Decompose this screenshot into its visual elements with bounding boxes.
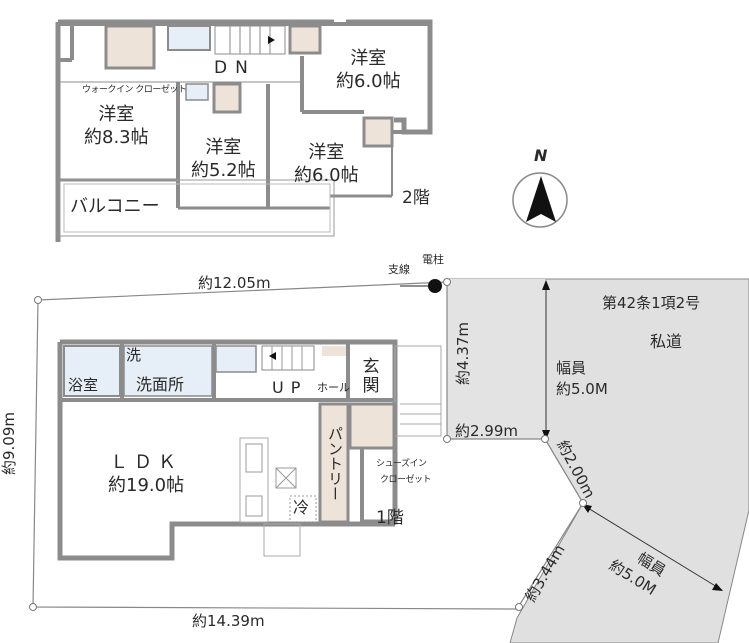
room-ldk: ＬＤＫ 約19.0帖	[108, 452, 185, 496]
utility-pole-label: 電柱	[422, 253, 444, 266]
walk-in-closet-label: ウォークイン クローゼット	[82, 85, 187, 95]
road-width-label: 幅員 約5.0M	[556, 359, 608, 398]
washer-label: 洗	[126, 346, 142, 364]
shoes-closet-label-2: クローゼット	[380, 475, 432, 485]
road-type-label: 第42条1項2号	[602, 294, 701, 312]
shoes-closet-label-1: シューズイン	[376, 459, 427, 469]
north-compass-icon	[512, 172, 568, 228]
pantry-label: パントリー	[326, 426, 344, 501]
second-floor-plan	[55, 19, 433, 242]
floor-1-label: 1階	[376, 508, 404, 528]
first-floor-plan	[57, 339, 442, 561]
balcony-label: バルコニー	[70, 196, 160, 217]
fridge-label: 冷	[293, 498, 310, 517]
room-western-5-2: 洋室 約5.2帖	[191, 137, 256, 181]
floor-2-label: 2階	[402, 188, 430, 208]
dimension-top: 約12.05m	[198, 274, 271, 292]
stairs-up-label: UP	[272, 378, 308, 397]
stairs-down-label: DN	[214, 58, 256, 78]
compass-north-label: N	[534, 146, 548, 165]
guy-wire-label: 支線	[388, 263, 410, 276]
washroom-label: 洗面所	[136, 375, 185, 394]
room-western-6-0-a: 洋室 約6.0帖	[336, 48, 401, 92]
lot-boundary	[32, 281, 584, 610]
road-name-label: 私道	[650, 332, 683, 351]
utility-pole-icon	[428, 279, 442, 293]
entrance-label: 玄関	[362, 357, 380, 396]
room-western-8-3: 洋室 約8.3帖	[84, 104, 149, 148]
dimension-frontage-a: 約4.37m	[454, 321, 473, 386]
hall-label: ホール	[317, 381, 350, 394]
dimension-left: 約9.09m	[0, 411, 19, 476]
dimension-frontage-b: 約2.99m	[455, 422, 519, 440]
bathroom-label: 浴室	[68, 376, 99, 394]
dimension-bottom: 約14.39m	[192, 612, 265, 630]
room-western-6-0-b: 洋室 約6.0帖	[294, 142, 359, 186]
